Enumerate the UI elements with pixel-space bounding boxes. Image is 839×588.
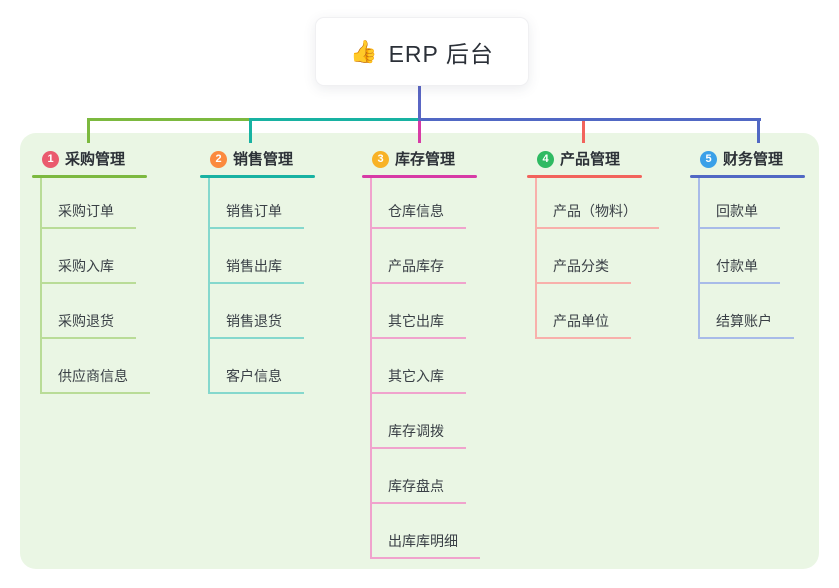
child-node[interactable]: 产品分类 — [535, 257, 631, 284]
child-node[interactable]: 产品（物料） — [535, 202, 659, 229]
child-node[interactable]: 销售订单 — [208, 202, 304, 229]
child-node[interactable]: 产品单位 — [535, 312, 631, 339]
children-connector-line — [40, 178, 42, 394]
child-node[interactable]: 回款单 — [698, 202, 780, 229]
root-trunk-line — [418, 84, 421, 121]
branch-node[interactable]: 销售管理 — [233, 151, 294, 168]
child-node[interactable]: 采购退货 — [40, 312, 136, 339]
branch-node[interactable]: 采购管理 — [65, 151, 126, 168]
child-node[interactable]: 采购入库 — [40, 257, 136, 284]
connector-drop — [418, 118, 421, 143]
connector-drop — [582, 118, 585, 143]
root-node-erp[interactable]: 👍 ERP 后台 — [315, 17, 529, 86]
child-node[interactable]: 采购订单 — [40, 202, 136, 229]
child-node[interactable]: 其它入库 — [370, 367, 466, 394]
branch-underline — [200, 175, 315, 178]
child-node[interactable]: 库存调拨 — [370, 422, 466, 449]
child-node[interactable]: 销售出库 — [208, 257, 304, 284]
branch-node[interactable]: 产品管理 — [560, 151, 621, 168]
branch-number-badge: 4 — [537, 151, 554, 168]
branches-panel — [20, 133, 819, 569]
branch-underline — [527, 175, 642, 178]
root-node-label: ERP 后台 — [388, 40, 494, 67]
children-connector-line — [698, 178, 700, 339]
thumbs-up-icon: 👍 — [350, 38, 379, 64]
child-node[interactable]: 出库库明细 — [370, 532, 480, 559]
child-node[interactable]: 库存盘点 — [370, 477, 466, 504]
branch-underline — [690, 175, 805, 178]
children-connector-line — [370, 178, 372, 559]
connector-drop — [757, 118, 760, 143]
child-node[interactable]: 客户信息 — [208, 367, 304, 394]
branch-node[interactable]: 财务管理 — [723, 151, 784, 168]
child-node[interactable]: 仓库信息 — [370, 202, 466, 229]
branch-number-badge: 3 — [372, 151, 389, 168]
connector-horizontal — [419, 118, 761, 121]
branch-number-badge: 5 — [700, 151, 717, 168]
child-node[interactable]: 供应商信息 — [40, 367, 150, 394]
children-connector-line — [208, 178, 210, 394]
branch-node[interactable]: 库存管理 — [395, 151, 456, 168]
child-node[interactable]: 结算账户 — [698, 312, 794, 339]
connector-horizontal — [250, 118, 422, 121]
connector-drop — [249, 118, 252, 143]
branch-number-badge: 1 — [42, 151, 59, 168]
connector-drop — [87, 118, 90, 143]
child-node[interactable]: 产品库存 — [370, 257, 466, 284]
child-node[interactable]: 付款单 — [698, 257, 780, 284]
branch-number-badge: 2 — [210, 151, 227, 168]
branch-underline — [32, 175, 147, 178]
branch-underline — [362, 175, 477, 178]
child-node[interactable]: 销售退货 — [208, 312, 304, 339]
child-node[interactable]: 其它出库 — [370, 312, 466, 339]
children-connector-line — [535, 178, 537, 339]
